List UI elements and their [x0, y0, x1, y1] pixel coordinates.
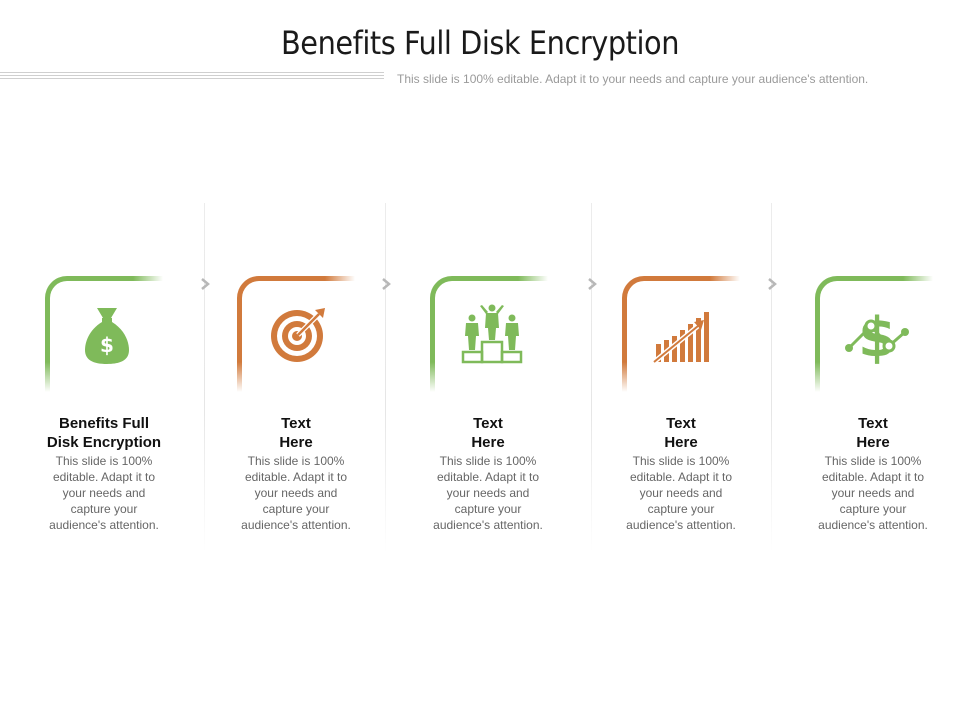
description-line: editable. Adapt it to	[821, 470, 925, 484]
description-line: This slide is 100%	[247, 454, 345, 468]
column-divider	[771, 203, 772, 553]
column-description: This slide is 100% editable. Adapt it to y…	[803, 453, 943, 533]
column-heading: Text Here	[856, 415, 890, 451]
card-4	[622, 276, 740, 392]
chevron-right-icon	[588, 278, 597, 290]
column-heading: Benefits Full Disk Encryption	[46, 415, 162, 451]
description-line: This slide is 100%	[632, 454, 730, 468]
description-line: capture your	[647, 502, 715, 516]
description-line: This slide is 100%	[439, 454, 537, 468]
column-3-text: Text Here This slide is 100% editable. Ad…	[418, 414, 558, 533]
podium-people-icon	[461, 304, 523, 364]
description-line: your needs and	[62, 486, 146, 500]
column-divider	[385, 203, 386, 553]
card-frame	[815, 276, 933, 392]
description-line: audience's attention.	[626, 518, 736, 532]
description-line: editable. Adapt it to	[629, 470, 733, 484]
description-line: your needs and	[639, 486, 723, 500]
description-line: capture your	[454, 502, 522, 516]
column-description: This slide is 100% editable. Adapt it to y…	[226, 453, 366, 533]
column-5-text: Text Here This slide is 100% editable. Ad…	[803, 414, 943, 533]
description-line: your needs and	[446, 486, 530, 500]
chevron-right-icon	[768, 278, 777, 290]
card-2	[237, 276, 355, 392]
description-line: audience's attention.	[49, 518, 159, 532]
column-2-text: Text Here This slide is 100% editable. Ad…	[226, 414, 366, 533]
title-decoration-lines	[0, 72, 384, 82]
description-line: capture your	[839, 502, 907, 516]
growth-chart-icon	[652, 312, 709, 364]
description-line: audience's attention.	[241, 518, 351, 532]
column-heading: Text Here	[471, 415, 505, 451]
column-4-text: Text Here This slide is 100% editable. Ad…	[611, 414, 751, 533]
svg-text:$: $	[858, 306, 896, 366]
svg-text:$: $	[100, 333, 114, 357]
chevron-right-icon	[201, 278, 210, 290]
card-3	[430, 276, 548, 392]
description-line: editable. Adapt it to	[52, 470, 156, 484]
column-divider	[591, 203, 592, 553]
description-line: your needs and	[831, 486, 915, 500]
column-description: This slide is 100% editable. Adapt it to y…	[34, 453, 174, 533]
description-line: audience's attention.	[818, 518, 928, 532]
target-icon	[271, 308, 325, 362]
money-bag-icon: $	[85, 308, 129, 364]
page-title: Benefits Full Disk Encryption	[280, 24, 680, 62]
column-1-text: Benefits Full Disk Encryption This slide…	[34, 414, 174, 533]
description-line: capture your	[262, 502, 330, 516]
column-heading: Text Here	[279, 415, 313, 451]
description-line: audience's attention.	[433, 518, 543, 532]
column-description: This slide is 100% editable. Adapt it to y…	[611, 453, 751, 533]
column-divider	[204, 203, 205, 553]
description-line: editable. Adapt it to	[436, 470, 540, 484]
description-line: your needs and	[254, 486, 338, 500]
column-heading: Text Here	[664, 415, 698, 451]
column-description: This slide is 100% editable. Adapt it to y…	[418, 453, 558, 533]
page-subtitle: This slide is 100% editable. Adapt it to…	[397, 72, 869, 86]
description-line: capture your	[70, 502, 138, 516]
card-5: $	[815, 276, 933, 392]
card-1: $	[45, 276, 163, 392]
dollar-network-icon: $	[845, 306, 909, 366]
description-line: This slide is 100%	[55, 454, 153, 468]
chevron-right-icon	[382, 278, 391, 290]
description-line: editable. Adapt it to	[244, 470, 348, 484]
description-line: This slide is 100%	[824, 454, 922, 468]
